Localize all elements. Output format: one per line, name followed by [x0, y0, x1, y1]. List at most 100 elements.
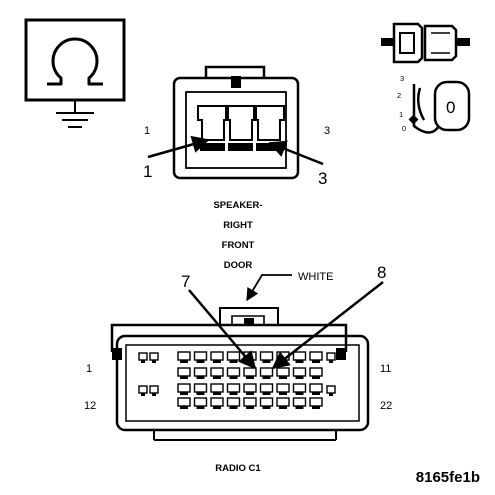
pin-cavity-terminal [312, 360, 320, 363]
pin-cavity [243, 383, 257, 393]
pin-cavity [259, 367, 274, 377]
pin-cavity-terminal [229, 376, 238, 379]
figure-code: 8165fe1b [416, 469, 480, 486]
pin-cavity-terminal [279, 392, 287, 395]
speaker-callout-1: 1 [143, 162, 152, 181]
pin-cavity-terminal [213, 376, 221, 379]
pin-cavity-terminal [141, 393, 145, 396]
pin-cavity-terminal [329, 393, 333, 396]
pin-cavity-terminal [196, 360, 205, 363]
pin-cavity-terminal [295, 360, 304, 363]
white-wire-label: WHITE [298, 271, 333, 283]
pin-cavity [193, 383, 208, 393]
pin-cavity [226, 383, 241, 393]
pin-cavity [210, 351, 224, 361]
pin-cavity [226, 367, 241, 377]
ignition-position-0: 0 [402, 124, 406, 133]
white-wire-leader [246, 274, 292, 302]
pin-cavity-terminal [152, 360, 156, 363]
speaker-title-line-4: DOOR [224, 260, 253, 271]
pin-cavity [292, 351, 307, 361]
pin-cavity [138, 385, 148, 394]
radio-pin-cavities [138, 351, 336, 409]
pin-cavity [243, 397, 257, 407]
speaker-callout-1-arrow [147, 135, 210, 159]
ignition-position-2: 2 [397, 91, 401, 100]
ignition-position-1: 1 [399, 110, 403, 119]
pin-cavity [177, 367, 191, 377]
pin-cavity [326, 352, 336, 361]
pin-cavity-terminal [295, 392, 304, 395]
pin-cavity-terminal [141, 360, 145, 363]
pin-cavity-terminal [196, 392, 205, 395]
radio-pin-1-label: 1 [86, 363, 92, 375]
pin-cavity-terminal [246, 392, 254, 395]
pin-cavity [292, 383, 307, 393]
ignition-switch-icon [381, 22, 470, 64]
pin-cavity-terminal [246, 406, 254, 409]
radio-callout-8-arrow [271, 281, 384, 370]
pin-cavity [226, 397, 241, 407]
pin-cavity-terminal [196, 376, 205, 379]
pin-cavity [149, 352, 159, 361]
radio-callout-8: 8 [377, 263, 386, 282]
pin-cavity [243, 367, 257, 377]
pin-cavity-terminal [180, 376, 188, 379]
radio-pin-12-label: 12 [84, 400, 96, 412]
radio-pin-22-label: 22 [380, 400, 392, 412]
pin-cavity [259, 351, 274, 361]
pin-cavity [210, 397, 224, 407]
radio-callout-7: 7 [181, 272, 190, 291]
pin-cavity-terminal [295, 376, 304, 379]
speaker-title-line-2: RIGHT [223, 220, 253, 231]
pin-cavity-terminal [246, 376, 254, 379]
speaker-callout-3-arrow [268, 140, 324, 166]
pin-cavity [193, 367, 208, 377]
pin-cavity [292, 367, 307, 377]
pin-cavity [193, 397, 208, 407]
pin-cavity [226, 351, 241, 361]
pin-cavity-terminal [213, 392, 221, 395]
ignition-key-face-label: 0 [446, 98, 455, 117]
pin-cavity-terminal [229, 406, 238, 409]
pin-cavity-terminal [312, 392, 320, 395]
pin-cavity-terminal [262, 376, 271, 379]
pin-cavity-terminal [329, 360, 333, 363]
pin-cavity-terminal [262, 406, 271, 409]
pin-cavity [259, 397, 274, 407]
radio-pin-11-label: 11 [380, 363, 391, 375]
pin-cavity [309, 383, 323, 393]
pin-cavity-terminal [279, 376, 287, 379]
pin-cavity-terminal [180, 360, 188, 363]
pin-cavity-terminal [262, 360, 271, 363]
speaker-pin-1-label: 1 [144, 125, 150, 137]
pin-cavity-terminal [196, 406, 205, 409]
pin-cavity-terminal [180, 406, 188, 409]
radio-callout-7-arrow [188, 289, 257, 370]
pin-cavity-terminal [262, 392, 271, 395]
pin-cavity [292, 397, 307, 407]
pin-cavity [177, 383, 191, 393]
pin-cavity-terminal [152, 393, 156, 396]
pin-cavity [210, 367, 224, 377]
pin-cavity [210, 383, 224, 393]
speaker-title-line-3: FRONT [222, 240, 255, 251]
ohm-ground-icon [24, 18, 126, 128]
radio-connector-title: RADIO C1 [215, 463, 261, 474]
pin-cavity-terminal [295, 406, 304, 409]
pin-cavity [177, 351, 191, 361]
ignition-key-icon: 0 3 2 1 0 [397, 74, 471, 134]
pin-cavity-terminal [312, 376, 320, 379]
pin-cavity [193, 351, 208, 361]
pin-cavity [326, 385, 336, 394]
pin-cavity [309, 397, 323, 407]
speaker-callout-3: 3 [318, 169, 327, 188]
pin-cavity [149, 385, 159, 394]
pin-cavity [309, 351, 323, 361]
pin-cavity-terminal [229, 392, 238, 395]
pin-cavity [276, 367, 290, 377]
pin-cavity [309, 367, 323, 377]
pin-cavity-terminal [213, 406, 221, 409]
pin-cavity [259, 383, 274, 393]
